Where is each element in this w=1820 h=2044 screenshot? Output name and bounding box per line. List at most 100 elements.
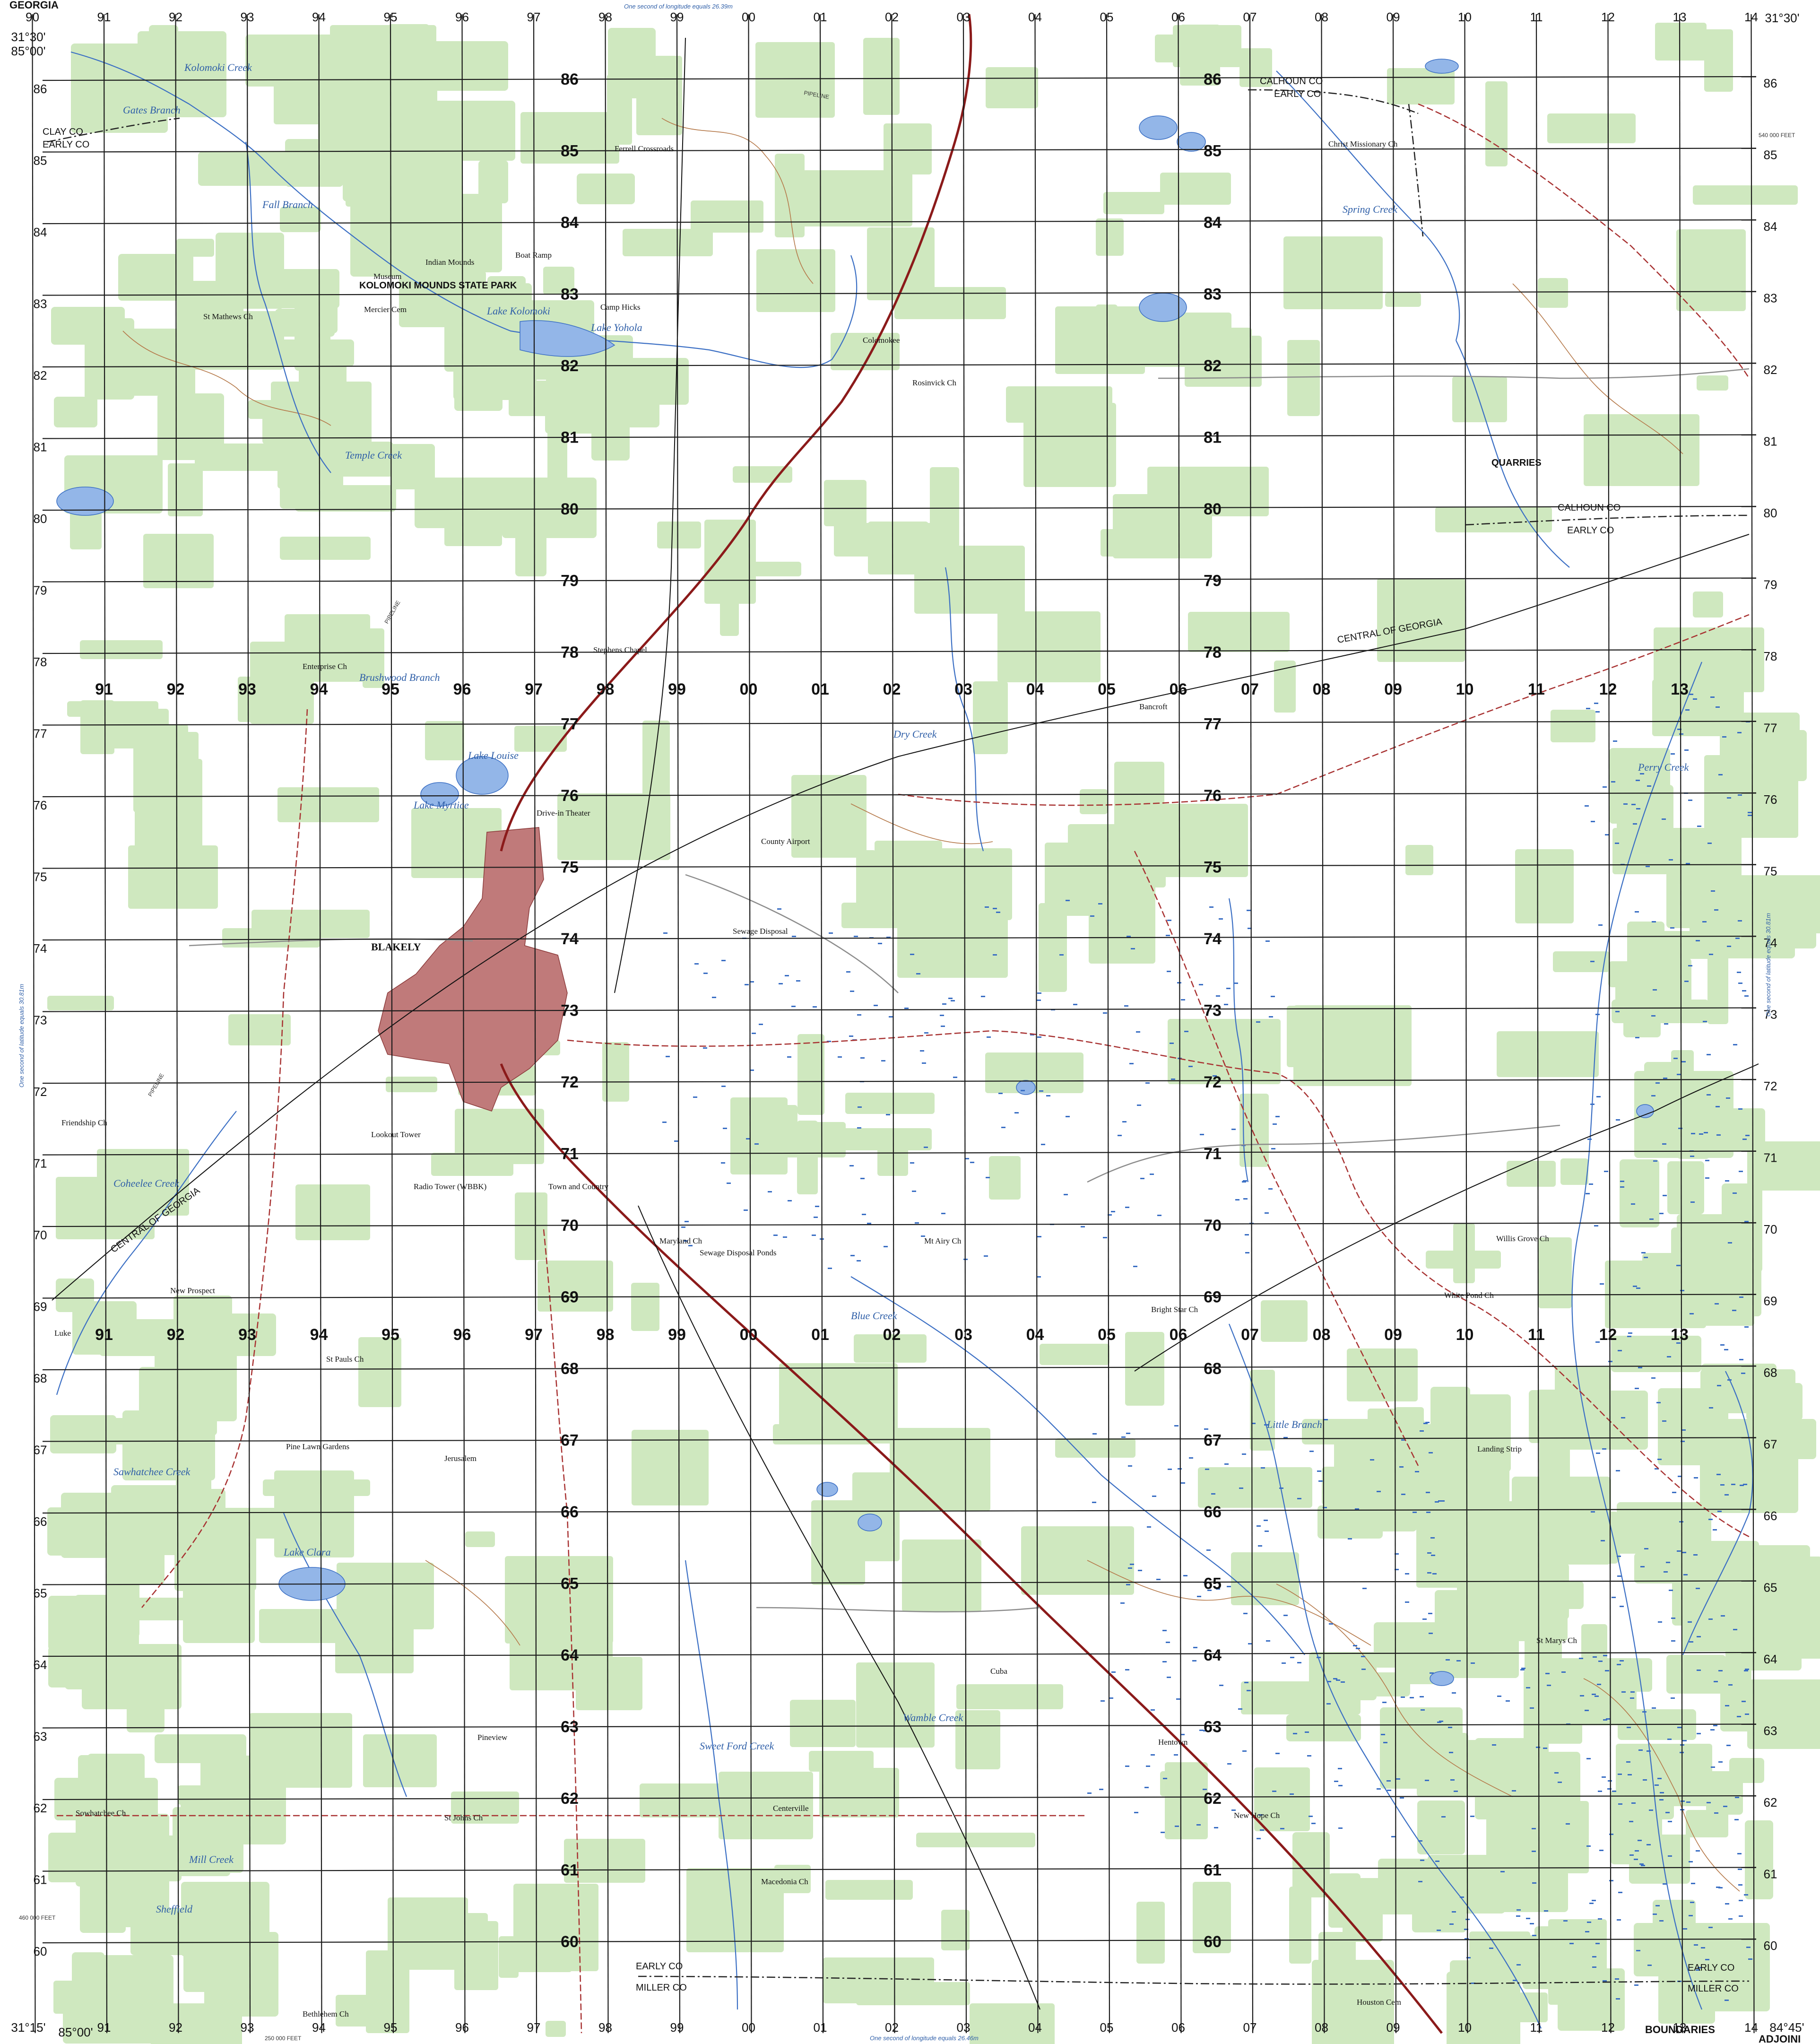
place-macedonia: Macedonia Ch [761,1877,808,1886]
woodland-patch [831,333,900,370]
edge-label-bottom: 99 [670,2020,684,2035]
marsh-mark [1641,1865,1645,1866]
place-drive-in: Drive-in Theater [537,809,590,818]
marsh-mark [1309,1451,1314,1452]
marsh-mark [1725,1903,1729,1905]
grid-northing-label: 66 [1204,1503,1222,1521]
marsh-mark [1631,1203,1635,1205]
marsh-mark [1703,1021,1707,1022]
grid-line-h [42,1508,1757,1514]
marsh-mark [1430,1537,1435,1539]
marsh-mark [1239,1487,1243,1489]
woodland-patch [1707,945,1728,1024]
marsh-mark [1696,1850,1700,1852]
marsh-mark [662,1122,667,1123]
woodland-patch [1405,845,1433,875]
marsh-mark [1520,1669,1525,1670]
marsh-mark [1629,1821,1633,1822]
label-lake-louise: Lake Louise [468,749,519,761]
woodland-patch [546,2021,566,2037]
marsh-mark [1530,1923,1534,1924]
marsh-mark [1697,1733,1701,1734]
woodland-patch [128,845,218,909]
marsh-mark [1737,1716,1741,1717]
grid-easting-label: 03 [954,680,972,698]
marsh-mark [1699,1133,1703,1135]
marsh-mark [1183,1575,1187,1576]
edge-label-bottom: 14 [1744,2020,1758,2035]
lakes [56,59,1654,1686]
woodland-patch [640,1783,736,1818]
grid-easting-label: 10 [1456,680,1474,698]
marsh-mark [915,1222,919,1224]
marsh-mark [1569,1943,1574,1944]
marsh-mark [750,981,754,983]
marsh-mark [970,1162,974,1163]
marsh-mark [1697,1670,1701,1671]
marsh-mark [1370,1459,1374,1461]
grid-easting-label: 95 [381,680,399,698]
woodland-patch [1538,278,1568,308]
marsh-mark [1059,954,1064,956]
marsh-mark [916,973,920,974]
marsh-mark [1681,1061,1686,1062]
marsh-mark [1676,1265,1681,1266]
marsh-mark [1666,1562,1670,1563]
marsh-mark [1738,920,1742,922]
marsh-mark [1558,1782,1562,1783]
marsh-mark [1591,1511,1595,1513]
marsh-mark [1317,1657,1321,1658]
woodland-patch [1666,1655,1726,1694]
marsh-mark [941,1213,945,1214]
marsh-mark [849,1165,854,1166]
marsh-mark [1668,1855,1672,1857]
marsh-mark [1170,1043,1174,1044]
grid-line-h [42,1795,1757,1800]
woodland-patch [642,721,670,805]
woodland-patch [411,808,502,878]
marsh-mark [1744,1326,1749,1328]
marsh-mark [1449,1923,1454,1925]
marsh-mark [787,1056,791,1058]
woodland-patch [1676,229,1746,311]
grid-easting-label: 93 [238,680,256,698]
woodland-patch [181,1882,269,1957]
north-rail [614,37,686,993]
marsh-mark [1677,1550,1681,1552]
marsh-mark [1671,1618,1675,1619]
corner-bottom-left-lon: 85°00' [58,2025,93,2039]
marsh-mark [1323,1507,1327,1508]
marsh-mark [1744,1894,1748,1896]
marsh-mark [1175,1826,1179,1827]
marsh-mark [1200,1134,1204,1135]
marsh-mark [1128,1567,1132,1569]
marsh-mark [1606,1718,1610,1720]
grid-northing-label: 60 [1204,1933,1222,1951]
edge-label-bottom: 10 [1458,2020,1472,2035]
marsh-mark [1589,1183,1593,1185]
marsh-mark [1600,1283,1604,1285]
marsh-mark [1709,954,1713,955]
marsh-mark [1603,1980,1607,1982]
marsh-mark [1327,1681,1331,1682]
marsh-mark [1635,1850,1639,1852]
marsh-mark [1738,1884,1742,1886]
marsh-mark [1037,1276,1041,1278]
woodland-patch [1378,1859,1466,1914]
marsh-mark [920,1050,924,1052]
woodland-patch [296,275,338,333]
marsh-mark [1513,1980,1517,1981]
marsh-mark [1726,1097,1730,1099]
marsh-mark [791,1006,796,1007]
marsh-mark [1612,1791,1616,1792]
marsh-mark [1655,1784,1659,1786]
grid-northing-label: 61 [561,1861,579,1879]
marsh-mark [750,1070,754,1071]
marsh-mark [1595,1014,1600,1015]
marsh-mark [1125,1766,1129,1767]
marsh-mark [1711,1766,1715,1768]
woodland-patch [277,787,379,822]
marsh-mark [1413,1512,1417,1513]
marsh-mark [860,1178,865,1179]
label-sweet-ford: Sweet Ford Creek [700,1740,774,1752]
